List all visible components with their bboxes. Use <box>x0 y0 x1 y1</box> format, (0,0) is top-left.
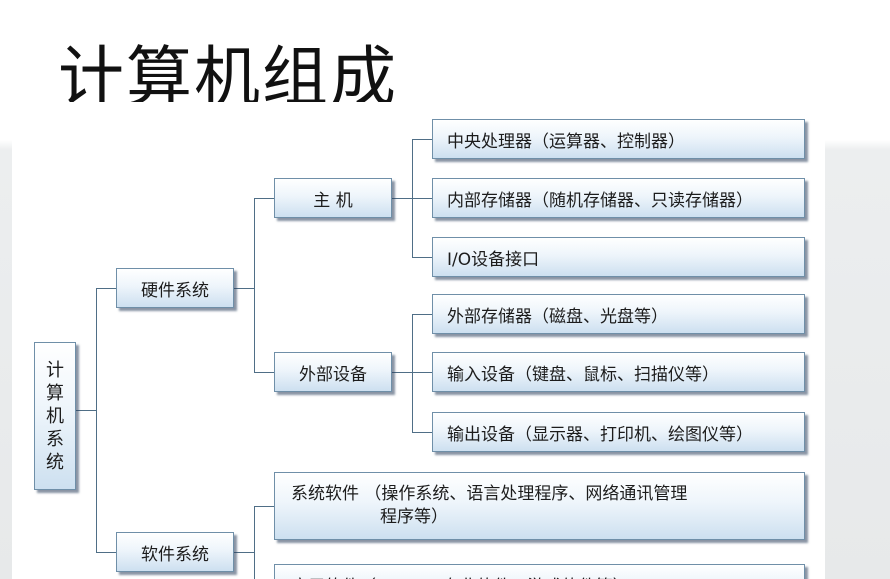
node-line: 程序等） <box>380 507 448 527</box>
node-application-software: 应用软件（Office、专业软件、游戏软件等） <box>274 564 805 579</box>
connector <box>412 139 432 140</box>
node-system-software: 系统软件 （操作系统、语言处理程序、网络通讯管理 程序等） <box>274 472 805 540</box>
node-char: 算 <box>46 382 64 404</box>
connector <box>392 198 412 199</box>
connector <box>412 314 432 315</box>
computer-composition-tree: 计 算 机 系 统 硬件系统 软件系统 主 机 外部设备 中央处理器（运算器、控… <box>12 102 825 579</box>
connector <box>254 506 274 507</box>
connector <box>96 288 97 552</box>
node-cpu: 中央处理器（运算器、控制器） <box>432 119 805 159</box>
connector <box>96 552 116 553</box>
connector <box>234 552 254 553</box>
connector <box>254 198 274 199</box>
connector <box>412 432 432 433</box>
connector <box>254 506 255 579</box>
connector <box>392 372 412 373</box>
connector <box>76 410 96 411</box>
node-computer-system: 计 算 机 系 统 <box>34 342 76 490</box>
node-software-system: 软件系统 <box>116 532 234 572</box>
node-input-devices: 输入设备（键盘、鼠标、扫描仪等） <box>432 352 805 392</box>
node-line: 系统软件 （操作系统、语言处理程序、网络通讯管理 <box>291 484 688 504</box>
node-char: 系 <box>46 428 64 450</box>
connector <box>412 314 413 432</box>
node-host: 主 机 <box>274 178 392 218</box>
node-char: 机 <box>46 405 64 427</box>
connector <box>412 198 432 199</box>
node-peripherals: 外部设备 <box>274 352 392 392</box>
node-external-storage: 外部存储器（磁盘、光盘等） <box>432 294 805 334</box>
connector <box>412 257 432 258</box>
node-io-interface: I/O设备接口 <box>432 237 805 277</box>
node-output-devices: 输出设备（显示器、打印机、绘图仪等） <box>432 412 805 452</box>
connector <box>412 372 432 373</box>
connector <box>234 288 254 289</box>
connector <box>254 198 255 372</box>
connector <box>96 288 116 289</box>
node-internal-memory: 内部存储器（随机存储器、只读存储器） <box>432 178 805 218</box>
node-char: 统 <box>46 451 64 473</box>
connector <box>254 372 274 373</box>
node-hardware-system: 硬件系统 <box>116 268 234 308</box>
node-char: 计 <box>46 359 64 381</box>
